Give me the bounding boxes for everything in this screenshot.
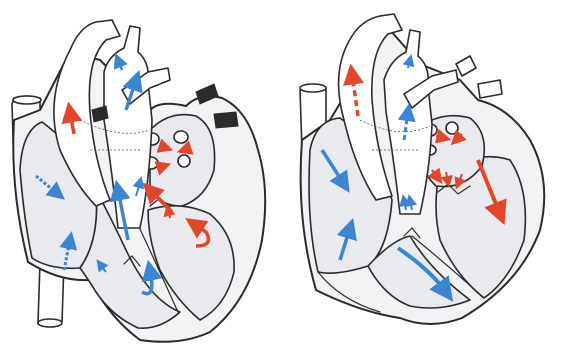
heart-diagram-right — [300, 14, 544, 324]
heart-diagram-left — [12, 20, 265, 342]
